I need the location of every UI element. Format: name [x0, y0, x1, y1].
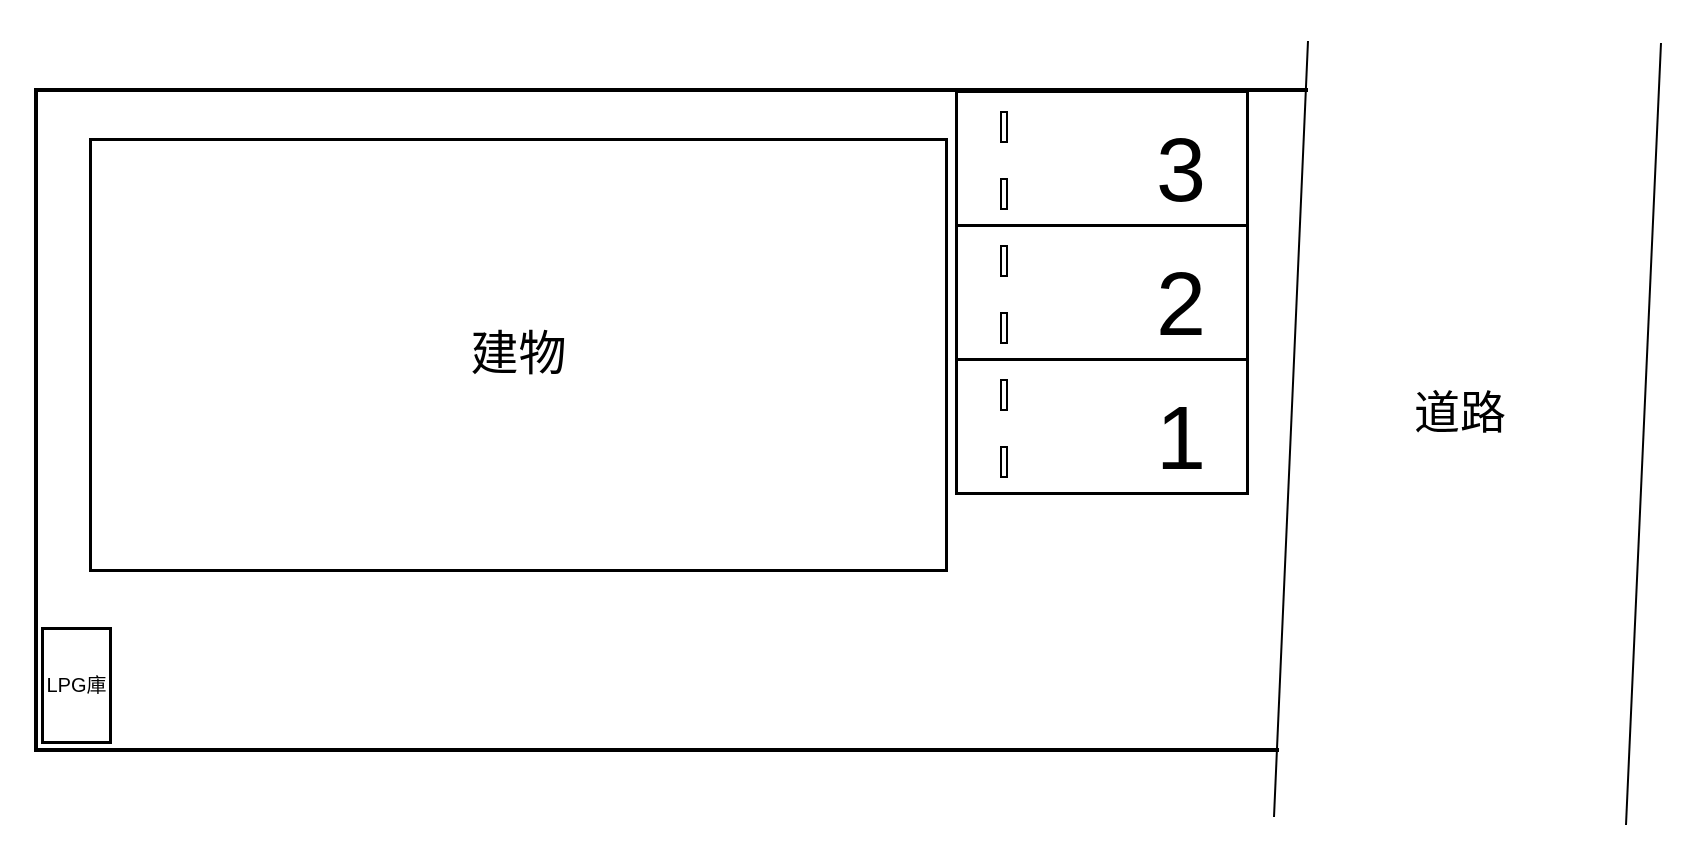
building-outline: 建物	[89, 138, 948, 572]
parking-area: 3 2 1	[955, 90, 1249, 495]
parking-stall-2: 2	[958, 224, 1246, 358]
wheel-stop-marker	[1000, 111, 1008, 143]
lpg-storage-box: LPG庫	[41, 627, 112, 744]
stall-number: 3	[1155, 121, 1207, 221]
wheel-stop-marker	[1000, 446, 1008, 478]
wheel-stop-marker	[1000, 178, 1008, 210]
wheel-stop-marker	[1000, 379, 1008, 411]
lpg-storage-label: LPG庫	[46, 674, 107, 697]
stall-number: 1	[1155, 389, 1207, 489]
parking-stall-3: 3	[958, 93, 1246, 224]
property-boundary-bottom	[34, 748, 1279, 752]
parking-stall-1: 1	[958, 358, 1246, 492]
road-label: 道路	[1414, 387, 1506, 439]
property-boundary-top	[34, 88, 1308, 92]
building-label: 建物	[470, 328, 567, 381]
stall-number: 2	[1155, 255, 1207, 355]
road-edge-line-left	[1273, 40, 1309, 818]
wheel-stop-marker	[1000, 312, 1008, 344]
property-boundary-left	[34, 88, 38, 752]
road-edge-line-right	[1625, 42, 1662, 826]
wheel-stop-marker	[1000, 245, 1008, 277]
